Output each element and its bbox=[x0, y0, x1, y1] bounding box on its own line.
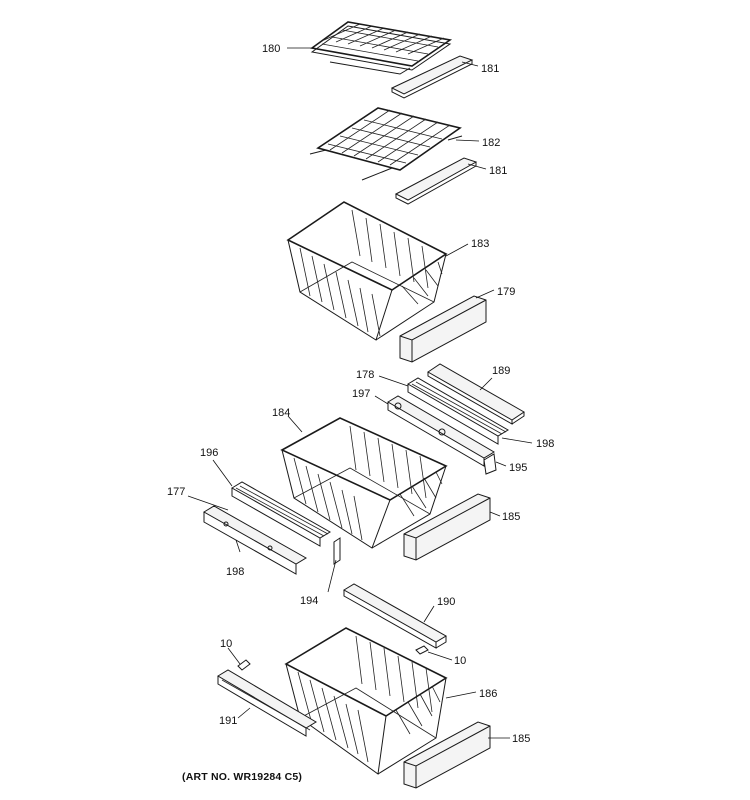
callout-178: 178 bbox=[356, 369, 374, 381]
callout-196: 196 bbox=[200, 447, 218, 459]
callout-10-right: 10 bbox=[454, 655, 466, 667]
screw-10-left bbox=[237, 659, 251, 671]
callout-198-left: 198 bbox=[226, 566, 244, 578]
basket-front-179-upper bbox=[399, 295, 487, 363]
callout-190: 190 bbox=[437, 596, 455, 608]
art-number-footer: (ART NO. WR19284 C5) bbox=[182, 771, 303, 783]
callout-194: 194 bbox=[300, 595, 318, 607]
callout-182: 182 bbox=[482, 137, 500, 149]
callout-186: 186 bbox=[479, 688, 497, 700]
callout-191: 191 bbox=[219, 715, 237, 727]
bracket-194 bbox=[333, 537, 341, 565]
callout-10-left: 10 bbox=[220, 638, 232, 650]
leader-lines bbox=[187, 47, 533, 739]
callout-180: 180 bbox=[262, 43, 280, 55]
callout-185-middle: 185 bbox=[502, 511, 520, 523]
callout-labels: 180 181 182 181 183 179 178 189 197 198 … bbox=[167, 43, 554, 745]
bar-190 bbox=[343, 583, 447, 649]
callout-184: 184 bbox=[272, 407, 290, 419]
callout-198-right: 198 bbox=[536, 438, 554, 450]
wire-basket-184 bbox=[280, 417, 448, 549]
rail-198-left bbox=[203, 505, 307, 575]
callout-189: 189 bbox=[492, 365, 510, 377]
basket-front-185-middle bbox=[403, 493, 491, 561]
wire-shelf-180 bbox=[310, 21, 453, 75]
callout-177: 177 bbox=[167, 486, 185, 498]
callout-183: 183 bbox=[471, 238, 489, 250]
callout-195: 195 bbox=[509, 462, 527, 474]
callout-197: 197 bbox=[352, 388, 370, 400]
slide-rail-178-198 bbox=[407, 377, 509, 445]
slide-rail-196 bbox=[231, 481, 331, 547]
callout-181-upper: 181 bbox=[481, 63, 499, 75]
rail-cover-197 bbox=[387, 395, 497, 475]
rail-191 bbox=[217, 669, 317, 737]
shelf-trim-181-upper bbox=[390, 55, 474, 99]
wire-shelf-182 bbox=[309, 107, 463, 181]
wire-basket-186 bbox=[284, 627, 448, 775]
callout-185-lower: 185 bbox=[512, 733, 530, 745]
callout-181-lower: 181 bbox=[489, 165, 507, 177]
screw-10-right bbox=[415, 645, 429, 655]
wire-basket-183 bbox=[286, 201, 448, 341]
basket-front-185-lower bbox=[403, 721, 491, 789]
callout-179: 179 bbox=[497, 286, 515, 298]
rail-189 bbox=[427, 363, 525, 425]
shelf-trim-181-lower bbox=[394, 157, 478, 205]
